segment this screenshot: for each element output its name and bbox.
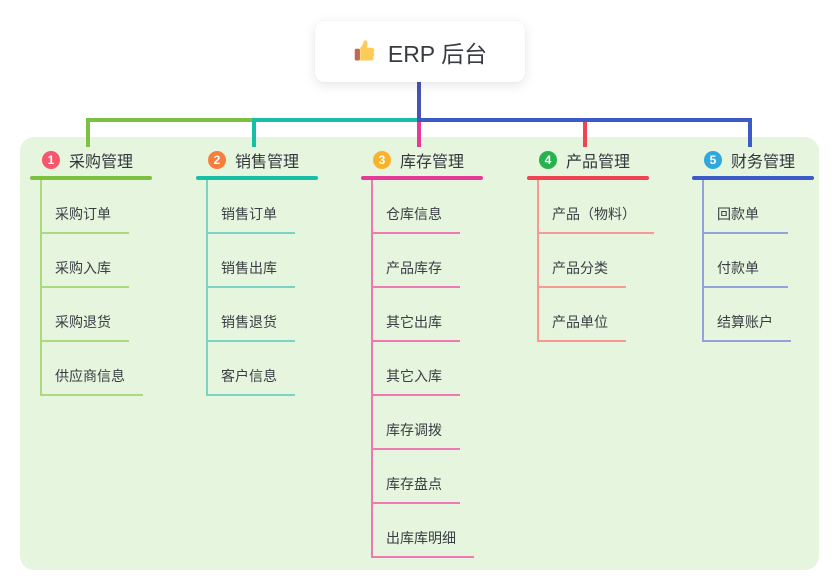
root-node[interactable]: ERP 后台 [315, 21, 525, 82]
node-label: 供应商信息 [55, 368, 125, 384]
branch-title: 财务管理 [731, 154, 796, 171]
branch-number-badge: 1 [42, 151, 60, 169]
node-stock-taking[interactable]: 库存盘点 [371, 450, 460, 504]
node-payment-bill[interactable]: 付款单 [702, 234, 788, 288]
node-label: 产品（物料） [552, 206, 636, 222]
node-receipt-bill[interactable]: 回款单 [702, 180, 788, 234]
node-other-outbound[interactable]: 其它出库 [371, 288, 460, 342]
branch-title: 采购管理 [69, 154, 134, 171]
branch-purchase-header[interactable]: 1 采购管理 [30, 148, 180, 172]
node-warehouse-info[interactable]: 仓库信息 [371, 180, 460, 234]
branch-number-badge: 3 [373, 151, 391, 169]
node-label: 采购退货 [55, 314, 111, 330]
branch-inventory: 3 库存管理 仓库信息 产品库存 其它出库 其它入库 库存调拨 库存盘点 [361, 148, 511, 558]
node-settlement-account[interactable]: 结算账户 [702, 288, 791, 342]
branch-finance-header[interactable]: 5 财务管理 [692, 148, 839, 172]
node-product-unit[interactable]: 产品单位 [537, 288, 626, 342]
branch-number-badge: 5 [704, 151, 722, 169]
branch-vertical-line [537, 180, 539, 342]
node-label: 客户信息 [221, 368, 277, 384]
branch-title: 库存管理 [400, 154, 465, 171]
branch-vertical-line [371, 180, 373, 558]
node-label: 其它出库 [386, 314, 442, 330]
node-label: 库存调拨 [386, 422, 442, 438]
branch-underline [30, 176, 152, 180]
node-product-category[interactable]: 产品分类 [537, 234, 626, 288]
node-purchase-order[interactable]: 采购订单 [40, 180, 129, 234]
branches-panel [20, 137, 819, 570]
node-product-stock[interactable]: 产品库存 [371, 234, 460, 288]
branch-underline [527, 176, 649, 180]
node-label: 付款单 [717, 260, 759, 276]
branch-sales: 2 销售管理 销售订单 销售出库 销售退货 客户信息 [196, 148, 346, 396]
node-inout-detail[interactable]: 出库库明细 [371, 504, 474, 558]
node-label: 产品单位 [552, 314, 608, 330]
node-product-material[interactable]: 产品（物料） [537, 180, 654, 234]
branch-number-badge: 2 [208, 151, 226, 169]
branch-underline [196, 176, 318, 180]
node-label: 产品分类 [552, 260, 608, 276]
node-label: 销售出库 [221, 260, 277, 276]
node-other-inbound[interactable]: 其它入库 [371, 342, 460, 396]
node-label: 产品库存 [386, 260, 442, 276]
branch-product-header[interactable]: 4 产品管理 [527, 148, 677, 172]
node-purchase-return[interactable]: 采购退货 [40, 288, 129, 342]
branch-title: 销售管理 [235, 154, 300, 171]
node-label: 采购入库 [55, 260, 111, 276]
branch-finance: 5 财务管理 回款单 付款单 结算账户 [692, 148, 839, 342]
root-title: ERP 后台 [387, 40, 488, 67]
branch-vertical-line [702, 180, 704, 342]
node-sales-order[interactable]: 销售订单 [206, 180, 295, 234]
node-sales-return[interactable]: 销售退货 [206, 288, 295, 342]
branch-vertical-line [40, 180, 42, 396]
node-label: 结算账户 [717, 314, 773, 330]
branch-vertical-line [206, 180, 208, 396]
node-purchase-inbound[interactable]: 采购入库 [40, 234, 129, 288]
branch-purchase: 1 采购管理 采购订单 采购入库 采购退货 供应商信息 [30, 148, 180, 396]
node-label: 销售订单 [221, 206, 277, 222]
node-customer-info[interactable]: 客户信息 [206, 342, 295, 396]
thumbs-up-icon [353, 39, 378, 64]
node-supplier-info[interactable]: 供应商信息 [40, 342, 143, 396]
branch-product: 4 产品管理 产品（物料） 产品分类 产品单位 [527, 148, 677, 342]
branch-title: 产品管理 [566, 154, 631, 171]
branch-number-badge: 4 [539, 151, 557, 169]
node-label: 采购订单 [55, 206, 111, 222]
node-label: 仓库信息 [386, 206, 442, 222]
node-label: 回款单 [717, 206, 759, 222]
node-label: 其它入库 [386, 368, 442, 384]
branch-underline [692, 176, 814, 180]
node-stock-transfer[interactable]: 库存调拨 [371, 396, 460, 450]
node-label: 销售退货 [221, 314, 277, 330]
branch-inventory-header[interactable]: 3 库存管理 [361, 148, 511, 172]
branch-underline [361, 176, 483, 180]
branch-sales-header[interactable]: 2 销售管理 [196, 148, 346, 172]
node-label: 出库库明细 [386, 530, 456, 546]
node-label: 库存盘点 [386, 476, 442, 492]
node-sales-outbound[interactable]: 销售出库 [206, 234, 295, 288]
